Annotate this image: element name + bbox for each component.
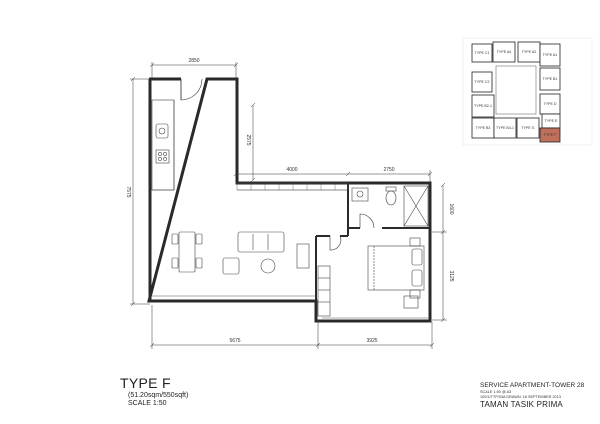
keyplan-label-b2-1: TYPE B2-1 bbox=[474, 104, 492, 108]
keyplan-unit-b2-1 bbox=[471, 94, 495, 118]
keyplan-label-c1: TYPE C1 bbox=[475, 51, 490, 55]
keyplan-label-a2: TYPE A2 bbox=[522, 50, 537, 54]
dimension-labels: 2850 7575 2575 4000 2750 1600 3125 5675 … bbox=[125, 58, 454, 344]
project-title-block: SERVICE APARTMENT-TOWER 28 SCALE 1:50 @ … bbox=[480, 382, 584, 409]
keyplan-label-b1: TYPE B1 bbox=[543, 77, 558, 81]
dim-right-height-lower: 3125 bbox=[448, 270, 454, 281]
drawing-scale: SCALE 1:50 bbox=[128, 400, 167, 407]
dim-top-width: 2850 bbox=[188, 58, 199, 64]
tv-console bbox=[296, 243, 310, 269]
keyplan-unit-b1 bbox=[539, 67, 561, 91]
dining-set bbox=[171, 231, 203, 273]
bed bbox=[367, 245, 425, 291]
keyplan-unit-c1 bbox=[471, 43, 493, 63]
toilet bbox=[385, 190, 397, 206]
dim-right-top-width: 2750 bbox=[383, 167, 394, 173]
keyplan-label-b4-1: TYPE B4-1 bbox=[496, 126, 514, 130]
project-name: SERVICE APARTMENT-TOWER 28 bbox=[480, 382, 585, 389]
dimension-lines bbox=[130, 62, 447, 349]
armchair bbox=[222, 257, 240, 275]
keyplan-label-e: TYPE E bbox=[545, 119, 558, 123]
dim-bottom-left: 5675 bbox=[229, 338, 240, 344]
keyplan-unit-c2 bbox=[471, 71, 493, 93]
sofa bbox=[237, 231, 285, 253]
keyplan-label-f: TYPE F bbox=[544, 133, 557, 137]
wardrobe bbox=[317, 265, 331, 317]
bathroom bbox=[351, 185, 429, 227]
cabinet-row bbox=[236, 182, 349, 191]
kitchen bbox=[151, 99, 175, 191]
keyplan-label-d: TYPE D bbox=[544, 102, 557, 106]
project-subtitle-scale: SCALE 1:50 @ A3 bbox=[480, 390, 512, 394]
keyplan-label-c2: TYPE C2 bbox=[475, 80, 490, 84]
living-furniture bbox=[222, 231, 310, 275]
dim-right-height-upper: 1600 bbox=[448, 203, 454, 214]
bathroom-door bbox=[359, 213, 375, 229]
dim-inner-vertical: 2575 bbox=[245, 134, 251, 145]
keyplan-label-g: TYPE G bbox=[521, 126, 534, 130]
dim-left-height: 7575 bbox=[125, 186, 131, 197]
entrance-door bbox=[180, 78, 203, 101]
walls bbox=[147, 77, 432, 323]
keyplan-unit-a4 bbox=[492, 41, 516, 63]
project-title: TAMAN TASIK PRIMA bbox=[480, 400, 563, 409]
basin bbox=[351, 187, 369, 202]
dim-mid-width: 4000 bbox=[286, 167, 297, 173]
keyplan-label-b3: TYPE B3 bbox=[476, 126, 491, 130]
bedroom-chair bbox=[403, 295, 419, 309]
plan-title-block: TYPE F (51.20sqm/550sqft) SCALE 1:50 bbox=[120, 376, 188, 407]
bedroom bbox=[317, 237, 425, 317]
keyplan-label-a1: TYPE A1 bbox=[543, 53, 558, 57]
keyplan-unit-b4-1 bbox=[493, 117, 517, 139]
keyplan-unit-g bbox=[516, 117, 540, 139]
dim-bottom-right: 3925 bbox=[366, 338, 377, 344]
keyplan-unit-f-highlight bbox=[539, 127, 561, 143]
keyplan-core bbox=[495, 65, 537, 115]
unit-type-title: TYPE F bbox=[120, 375, 171, 391]
bedroom-door bbox=[329, 235, 342, 251]
coffee-table bbox=[260, 258, 276, 274]
unit-area: (51.20sqm/550sqft) bbox=[128, 392, 189, 399]
doors bbox=[180, 78, 375, 251]
keyplan-label-a4: TYPE A4 bbox=[497, 50, 512, 54]
keyplan-unit-a1 bbox=[539, 43, 561, 67]
key-plan: TYPE C1 TYPE A4 TYPE A2 TYPE A1 TYPE C2 … bbox=[462, 37, 593, 146]
project-subtitle-ref: 100/1/TTP/03A DRAWN: 18 SEPTEMBER 2013 bbox=[480, 395, 561, 399]
